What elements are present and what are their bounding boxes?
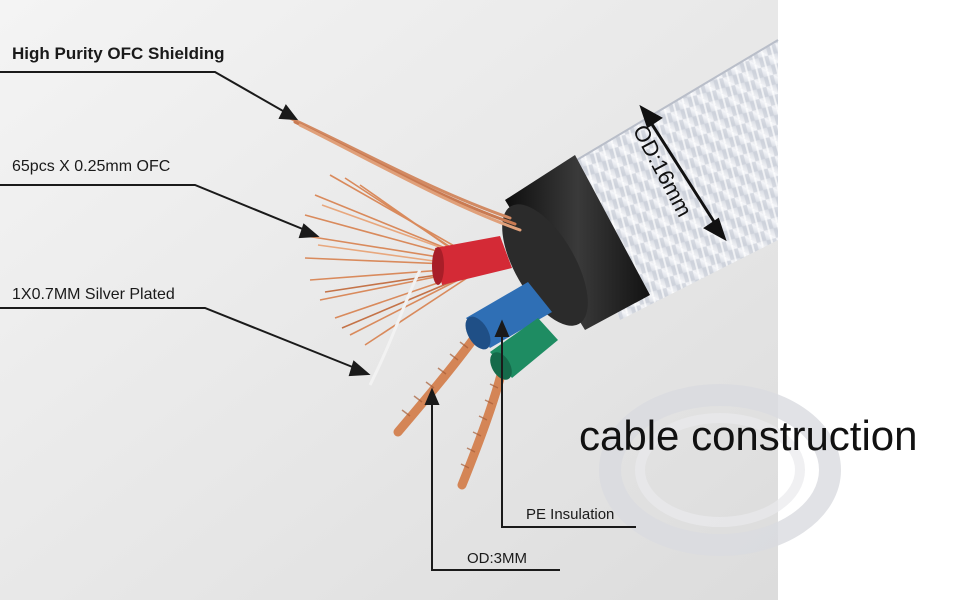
callout-lines (0, 71, 636, 571)
label-od-3mm: OD:3MM (467, 550, 527, 567)
silver-wire (368, 269, 422, 386)
label-copper-strands: 65pcs X 0.25mm OFC (12, 158, 171, 175)
caption-cable-construction: cable construction (579, 412, 918, 459)
label-silver-plated: 1X0.7MM Silver Plated (12, 286, 175, 303)
shielding-strands (288, 116, 522, 232)
inner-sheath (502, 155, 650, 330)
coiled-cable (599, 384, 841, 556)
insulated-cores (432, 236, 558, 380)
label-shielding: High Purity OFC Shielding (12, 44, 225, 63)
label-pe-insulation: PE Insulation (526, 506, 615, 523)
od-dimension-arrow (639, 104, 727, 242)
